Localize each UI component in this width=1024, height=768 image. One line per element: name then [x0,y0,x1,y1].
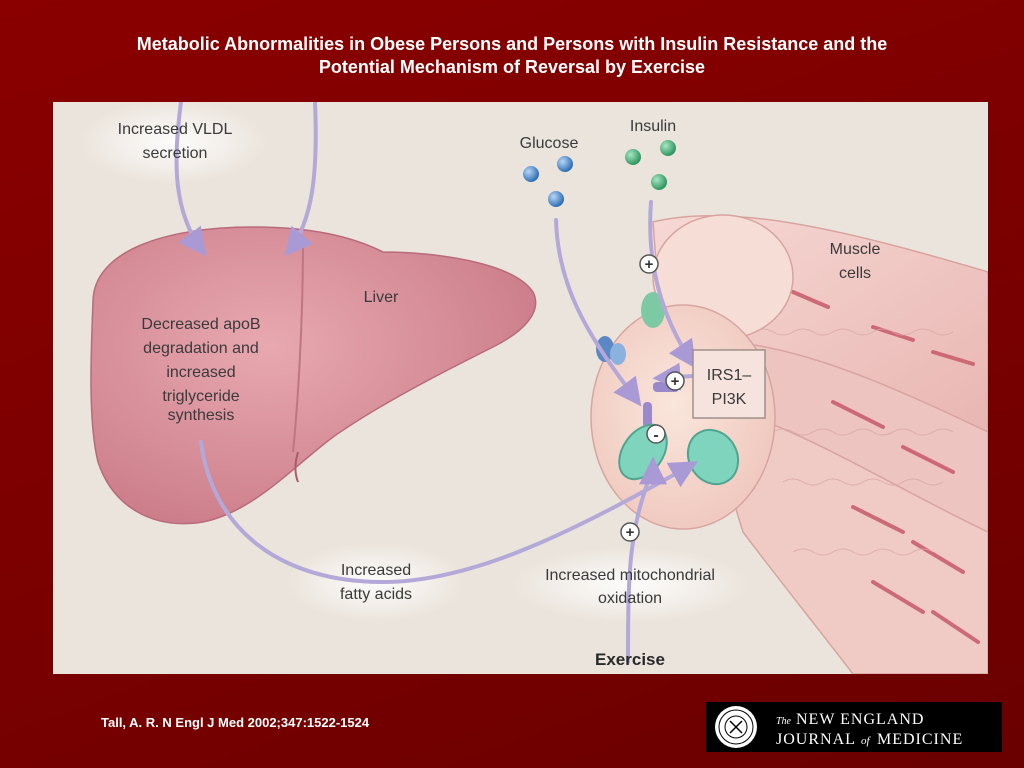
exercise-label: Exercise [595,650,665,669]
nejm-logo-svg: The NEW ENGLAND JOURNAL of MEDICINE [715,706,963,748]
irs-label-line-2: PI3K [712,391,747,408]
glucose-molecules [523,156,573,207]
plus-sign-exercise: + [626,524,635,541]
vldl-label-line-2: secretion [143,145,208,162]
apob-label-line-5: synthesis [168,407,235,424]
logo-the: The [776,716,792,727]
logo-journal: JOURNAL [776,731,856,748]
slide-title-line-2: Potential Mechanism of Reversal by Exerc… [318,57,706,77]
mitochondrial-label-line-2: oxidation [598,590,662,607]
vldl-label-line-1: Increased VLDL [118,121,233,138]
pathway-arrows [174,102,698,664]
mitochondrial-label-line-1: Increased mitochondrial [545,567,715,584]
citation: Tall, A. R. N Engl J Med 2002;347:1522-1… [101,715,370,730]
sign-markers: + + - + [620,254,685,542]
apob-label-line-4: triglyceride [162,388,239,405]
logo-of: of [861,735,872,747]
diagram-figure: + + - + Increased VLDL secretion Glucose… [53,102,988,674]
slide-title: Metabolic Abnormalities in Obese Persons… [20,33,1004,79]
minus-sign: - [653,427,658,444]
muscle-label-line-2: cells [839,265,871,282]
liver-label: Liver [364,289,399,306]
insulin-molecules [625,140,676,190]
irs-label-line-1: IRS1– [707,367,752,384]
apob-label-line-1: Decreased apoB [141,316,260,333]
diagram-svg: + + - + Increased VLDL secretion Glucose… [53,102,988,674]
plus-sign-irs: + [671,373,680,390]
logo-medicine: MEDICINE [877,731,963,748]
muscle-label-line-1: Muscle [830,241,881,258]
glucose-label: Glucose [520,135,579,152]
insulin-label: Insulin [630,118,676,135]
apob-label-line-3: increased [166,364,235,381]
slide-title-line-1: Metabolic Abnormalities in Obese Persons… [136,34,888,54]
nejm-seal-icon [715,706,757,748]
fatty-acids-label-line-2: fatty acids [340,586,412,603]
logo-new-england: NEW ENGLAND [796,711,924,728]
plus-sign-insulin: + [645,256,654,273]
apob-label-line-2: degradation and [143,340,259,357]
fatty-acids-label-line-1: Increased [341,562,411,579]
nejm-logo: The NEW ENGLAND JOURNAL of MEDICINE [706,702,1002,752]
irs1-pi3k-box [692,349,766,419]
